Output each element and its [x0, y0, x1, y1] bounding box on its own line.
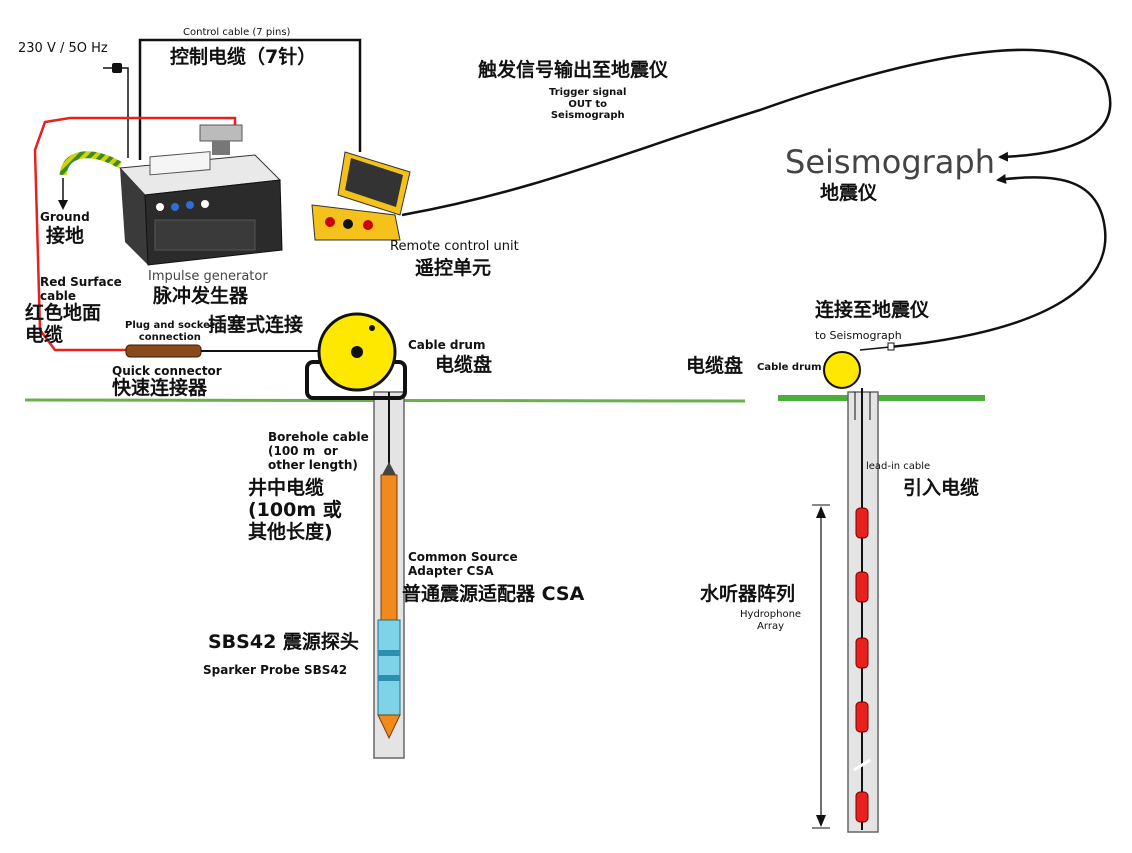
borehole-cable-label-en: Borehole cable (100 m or other length) — [268, 430, 369, 472]
ground-label-cn: 接地 — [46, 225, 85, 247]
sparker-probe — [377, 462, 401, 740]
hydrophone-label-cn: 水听器阵列 — [700, 583, 796, 605]
seismograph-label-cn: 地震仪 — [820, 182, 878, 204]
cable-drum-right-label-en: Cable drum — [757, 362, 822, 373]
control-cable-label-en: Control cable (7 pins) — [183, 27, 291, 38]
quick-connector-label-en: Quick connector — [112, 364, 222, 378]
remote-label-en: Remote control unit — [390, 239, 519, 254]
hydrophone-label-en: Hydrophone Array — [740, 609, 802, 632]
seismograph-label-en: Seismograph — [785, 143, 995, 181]
connect-label-cn: 连接至地震仪 — [815, 299, 930, 321]
quick-connector-label-cn: 快速连接器 — [112, 377, 208, 399]
red-surface-cable — [33, 116, 237, 352]
red-surface-label-cn: 红色地面 电缆 — [25, 302, 102, 346]
red-surface-label-en: Red Surface cable — [40, 275, 122, 303]
impulse-label-en: Impulse generator — [148, 269, 268, 284]
lead-in-label-cn: 引入电缆 — [903, 477, 980, 499]
impulse-label-cn: 脉冲发生器 — [153, 285, 249, 307]
control-cable-label-cn: 控制电缆（7针） — [170, 46, 317, 68]
right-cable-to-seismograph — [889, 174, 1107, 349]
array-length-arrow — [812, 504, 830, 829]
trigger-label-en: Trigger signal OUT to Seismograph — [549, 87, 627, 121]
power-plug-icon — [103, 63, 129, 158]
ground-wire-icon — [58, 151, 122, 210]
impulse-generator — [118, 124, 283, 266]
lead-in-label-en: lead-in cable — [866, 461, 931, 472]
hydrophone-array — [853, 507, 871, 823]
quick-connector — [125, 344, 202, 358]
power-label: 230 V / 5O Hz — [18, 41, 108, 56]
cable-drum-right-label-cn: 电缆盘 — [686, 355, 744, 377]
ground-label-en: Ground — [40, 210, 90, 224]
plug-label-cn: 插塞式连接 — [208, 314, 304, 336]
control-cable — [138, 38, 362, 160]
csa-label-cn: 普通震源适配器 CSA — [402, 583, 585, 605]
cable-drum-left-label-en: Cable drum — [408, 338, 486, 352]
plug-label-en: Plug and socket connection — [125, 320, 215, 343]
cable-drum-left-label-cn: 电缆盘 — [435, 354, 493, 376]
sbs-label-en: Sparker Probe SBS42 — [203, 663, 348, 677]
remote-label-cn: 遥控单元 — [415, 257, 492, 279]
to-seismograph-label-en: to Seismograph — [815, 329, 902, 342]
trigger-label-cn: 触发信号输出至地震仪 — [478, 59, 669, 81]
cable-drum-left — [305, 312, 407, 400]
sbs-label-cn: SBS42 震源探头 — [208, 631, 359, 653]
trigger-cable — [401, 48, 1112, 217]
csa-label-en: Common Source Adapter CSA — [408, 550, 518, 578]
remote-control-unit — [311, 151, 411, 241]
borehole-cable-label-cn: 井中电缆 (100m 或 其他长度) — [248, 477, 342, 543]
cable-drum-right — [823, 342, 895, 389]
